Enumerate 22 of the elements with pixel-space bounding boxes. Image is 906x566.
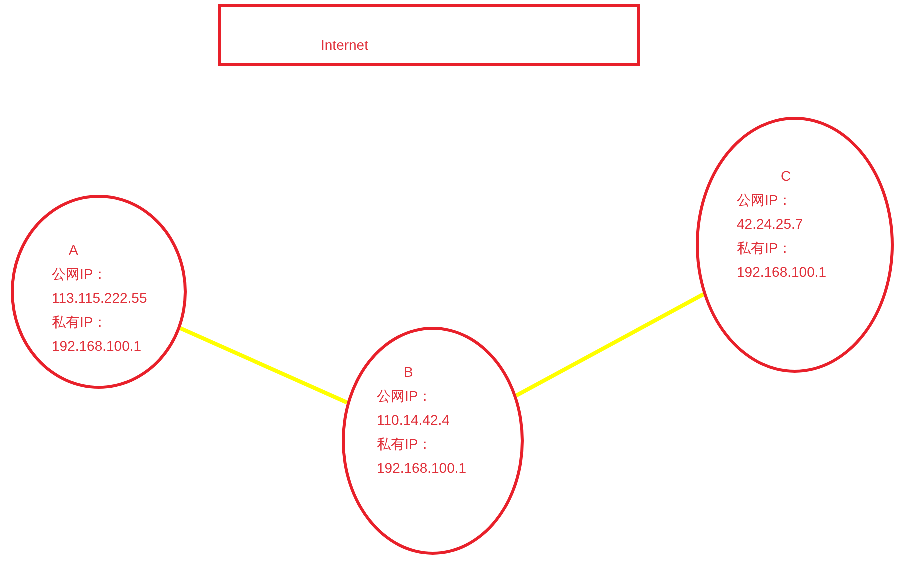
ip-address: 113.115.222.55 [52,289,148,308]
ip-address: 110.14.42.4 [377,411,450,430]
ip-address: 192.168.100.1 [377,459,467,478]
field-label: 私有IP： [377,435,432,454]
ip-address: 192.168.100.1 [52,337,142,356]
connector-line [180,326,348,405]
host-ellipse [11,195,187,389]
network-box [218,4,640,66]
field-label: 私有IP： [737,239,792,258]
field-label: 公网IP： [377,387,432,406]
field-label: 公网IP： [737,191,792,210]
node-title: Internet [321,36,368,55]
ip-address: 42.24.25.7 [737,215,804,234]
host-ellipse [342,327,524,555]
host-ellipse [696,117,894,373]
node-title: A [69,241,78,260]
connector-line [516,292,705,398]
field-label: 私有IP： [52,313,108,332]
ip-address: 192.168.100.1 [737,263,827,282]
node-title: B [404,363,414,382]
node-title: C [781,167,792,186]
field-label: 公网IP： [52,265,108,284]
